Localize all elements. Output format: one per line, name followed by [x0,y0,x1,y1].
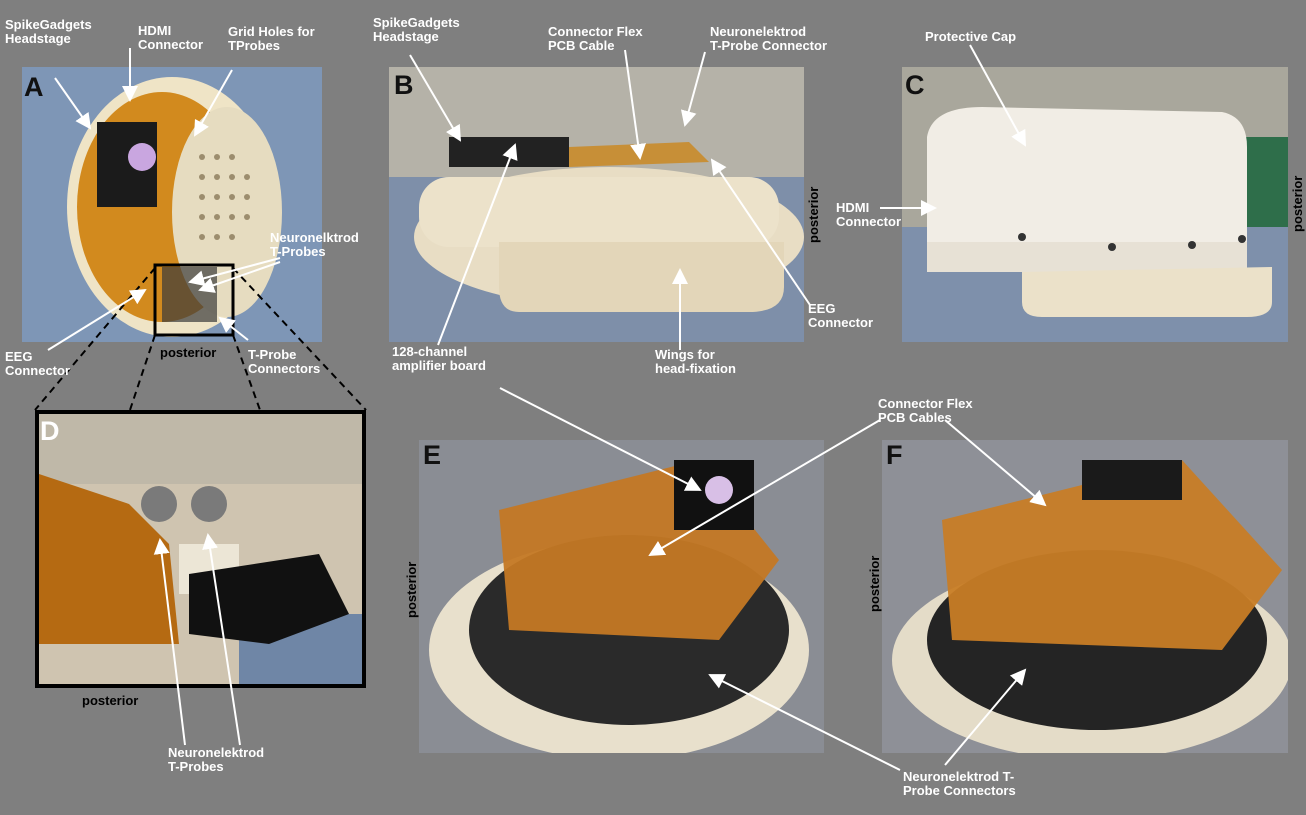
panel-letter-d: D [40,416,60,446]
photo-d-image [39,414,362,684]
photo-panel-e [419,440,824,753]
posterior-label-b: posterior [806,186,821,243]
panel-letter-e: E [423,440,442,470]
label-ef-tprobe-connectors: Neuronelektrod T- Probe Connectors [903,769,1016,798]
label-a-grid: Grid Holes for TProbes [228,24,315,53]
label-b-flex: Connector Flex PCB Cable [548,24,643,53]
photo-e-image [419,440,824,753]
label-a-tprobes: Neuronelktrod T-Probes [270,230,359,259]
photo-f-image [882,440,1288,753]
label-b-eeg: EEG Connector [808,301,873,330]
label-a-hdmi: HDMI Connector [138,23,203,52]
posterior-label-d: posterior [82,693,139,708]
label-a-headstage: SpikeGadgets Headstage [5,17,92,46]
label-b-amplifier: 128-channel amplifier board [392,344,486,373]
label-d-tprobes: Neuronelektrod T-Probes [168,745,265,774]
photo-c-image [902,67,1288,342]
photo-a-image [22,67,322,342]
label-b-headstage: SpikeGadgets Headstage [373,15,460,44]
label-c-cap: Protective Cap [925,29,1017,44]
label-a-eeg: EEG Connector [5,349,70,378]
panel-letter-f: F [886,440,903,470]
label-b-tprobe-connector: Neuronelektrod T-Probe Connector [710,24,828,53]
posterior-label-a: posterior [160,345,217,360]
photo-b-image [389,67,804,342]
panel-letter-b: B [394,70,414,100]
posterior-label-e: posterior [404,561,419,618]
posterior-label-f: posterior [867,555,882,612]
photo-panel-c [902,67,1288,342]
panel-letter-a: A [24,72,44,102]
panel-letter-c: C [905,70,925,100]
posterior-label-c: posterior [1290,175,1305,232]
label-a-tprobe-connectors: T-Probe Connectors [248,347,321,376]
photo-panel-b [389,67,804,342]
photo-panel-a [22,67,322,342]
label-ef-flex: Connector Flex PCB Cables [878,396,973,425]
photo-panel-d [35,410,366,688]
label-c-hdmi: HDMI Connector [836,200,901,229]
photo-panel-f [882,440,1288,753]
label-b-wings: Wings for head-fixation [655,347,736,376]
